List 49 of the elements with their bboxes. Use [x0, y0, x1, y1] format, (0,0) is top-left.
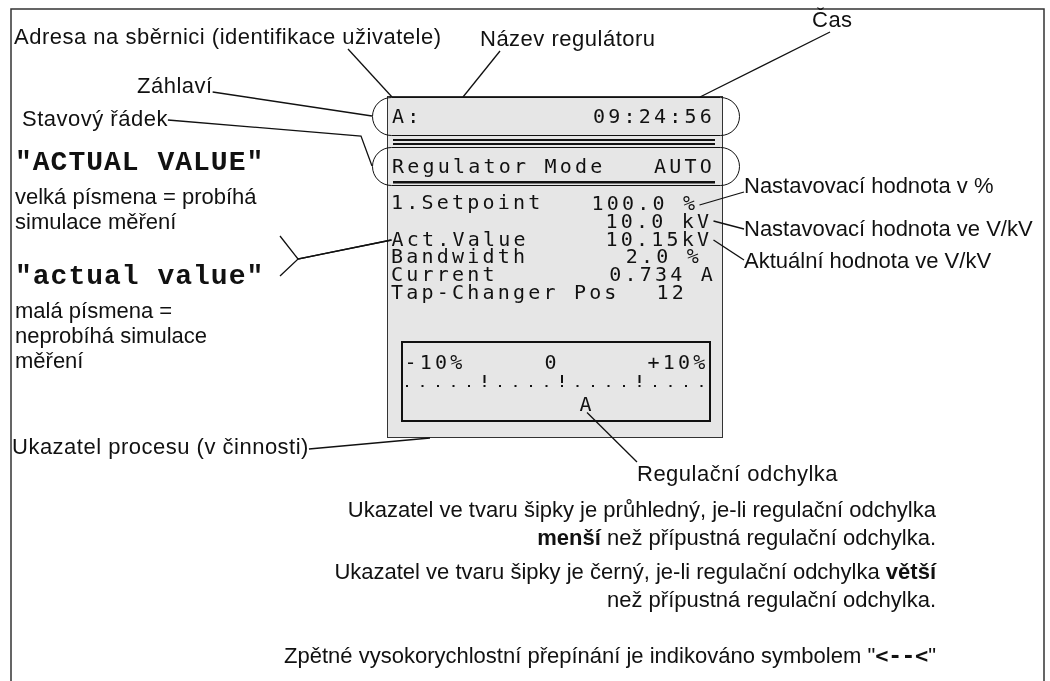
leader-line: [308, 437, 431, 450]
mode-value: AUTO: [654, 154, 715, 178]
callout-label: Ukazatel procesu (v činnosti): [12, 435, 309, 459]
leader-line: [698, 191, 745, 206]
process-bar: [400, 340, 711, 422]
bus-address: A:: [392, 104, 423, 128]
callout-label: Název regulátoru: [480, 27, 656, 51]
description-text: velká písmena = probíhá simulace měření: [15, 184, 258, 234]
callout-label: Regulační odchylka: [637, 462, 838, 486]
leader-line: [586, 411, 638, 463]
clock-time: 09:24:56: [593, 104, 715, 128]
display-text: Current: [391, 265, 498, 283]
callout-label: Aktuální hodnota ve V/kV: [744, 249, 992, 273]
note-text: Zpětné vysokorychlostní přepínání je indikováno symbolem "<--<": [283, 642, 936, 670]
display-text: 1.Setpoint: [391, 193, 544, 211]
callout-label: Adresa na sběrnici (identifikace uživatele): [14, 25, 442, 49]
leader-line: [462, 50, 501, 98]
scale-label: +10%: [647, 352, 709, 371]
mode-heading: "ACTUAL VALUE": [15, 148, 266, 178]
mode-label: Regulator Mode: [392, 154, 606, 178]
display-value: 10.15kV: [605, 229, 714, 248]
note-text: Ukazatel ve tvaru šipky je průhledný, je-li regulační odchylka menší než přípustná regulační odchylka.: [346, 496, 936, 552]
note-text: Ukazatel ve tvaru šipky je černý, je-li regulační odchylka větší než přípustná regulační odchylka.: [333, 558, 936, 614]
callout-label: Záhlaví: [137, 74, 213, 98]
leader-line: [712, 239, 745, 261]
display-value: 10.0 kV: [605, 211, 714, 230]
leader-line: [279, 239, 393, 277]
leader-line: [347, 48, 393, 98]
pointer-symbol: A: [579, 394, 595, 413]
display-text: Bandwidth: [391, 247, 529, 265]
scale-label: -10%: [404, 352, 466, 371]
display-value-label: Act.Value: [391, 229, 532, 248]
display-value: 100.0 %: [591, 193, 700, 212]
callout-label: Nastavovací hodnota v %: [744, 174, 994, 198]
lcd-display: [387, 96, 723, 438]
mode-heading: "actual value": [15, 262, 266, 292]
display-value: 12: [656, 283, 687, 301]
leader-line: [699, 31, 831, 98]
scale-label: 0: [544, 352, 560, 371]
leader-line: [212, 91, 373, 117]
callout-label: Nastavovací hodnota ve V/kV: [744, 217, 1033, 241]
description-text: malá písmena = neprobíhá simulace měření: [15, 298, 208, 373]
callout-label: Stavový řádek: [22, 107, 168, 131]
leader-line: [712, 220, 745, 230]
display-value: 2.0 %: [625, 247, 702, 265]
display-text: Tap-Changer Pos: [391, 283, 620, 301]
callout-label: Čas: [812, 8, 853, 32]
leader-line: [167, 119, 373, 167]
display-value: 0.734 A: [609, 265, 716, 283]
